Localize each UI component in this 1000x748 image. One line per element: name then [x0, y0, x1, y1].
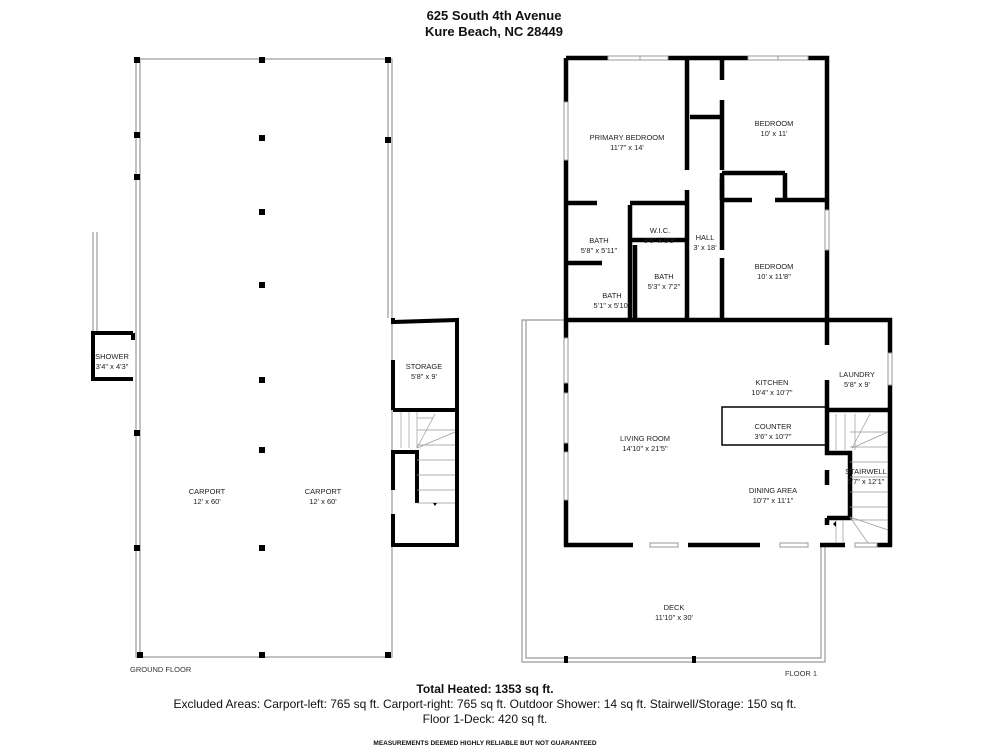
excluded-areas-line-1: Excluded Areas: Carport-left: 765 sq ft.… — [173, 697, 797, 711]
deck-outline — [521, 319, 826, 663]
total-heated: Total Heated: 1353 sq ft. — [416, 682, 554, 696]
carport-outline — [135, 58, 393, 658]
excluded-areas-line-2: Floor 1-Deck: 420 sq ft. — [422, 712, 548, 726]
floor1-walls — [563, 55, 893, 548]
carport-posts — [134, 57, 391, 658]
deck-posts — [564, 656, 696, 663]
stair-arrow-icon — [833, 521, 836, 527]
disclaimer: MEASUREMENTS DEEMED HIGHLY RELIABLE BUT … — [373, 740, 597, 747]
ground-stairs — [400, 412, 456, 504]
ground-floor-plan — [92, 58, 393, 658]
address-line-1: 625 South 4th Avenue — [426, 8, 562, 23]
windows — [563, 55, 893, 548]
stair-arrow-icon — [433, 503, 437, 506]
room-label-wic: W.I.C.3'6" x 5'3" — [643, 226, 677, 245]
ground-walls — [91, 317, 459, 547]
floor-1-label: FLOOR 1 — [785, 669, 818, 678]
counter — [721, 406, 828, 446]
ground-floor-label: GROUND FLOOR — [130, 665, 192, 674]
address-line-2: Kure Beach, NC 28449 — [424, 24, 564, 39]
